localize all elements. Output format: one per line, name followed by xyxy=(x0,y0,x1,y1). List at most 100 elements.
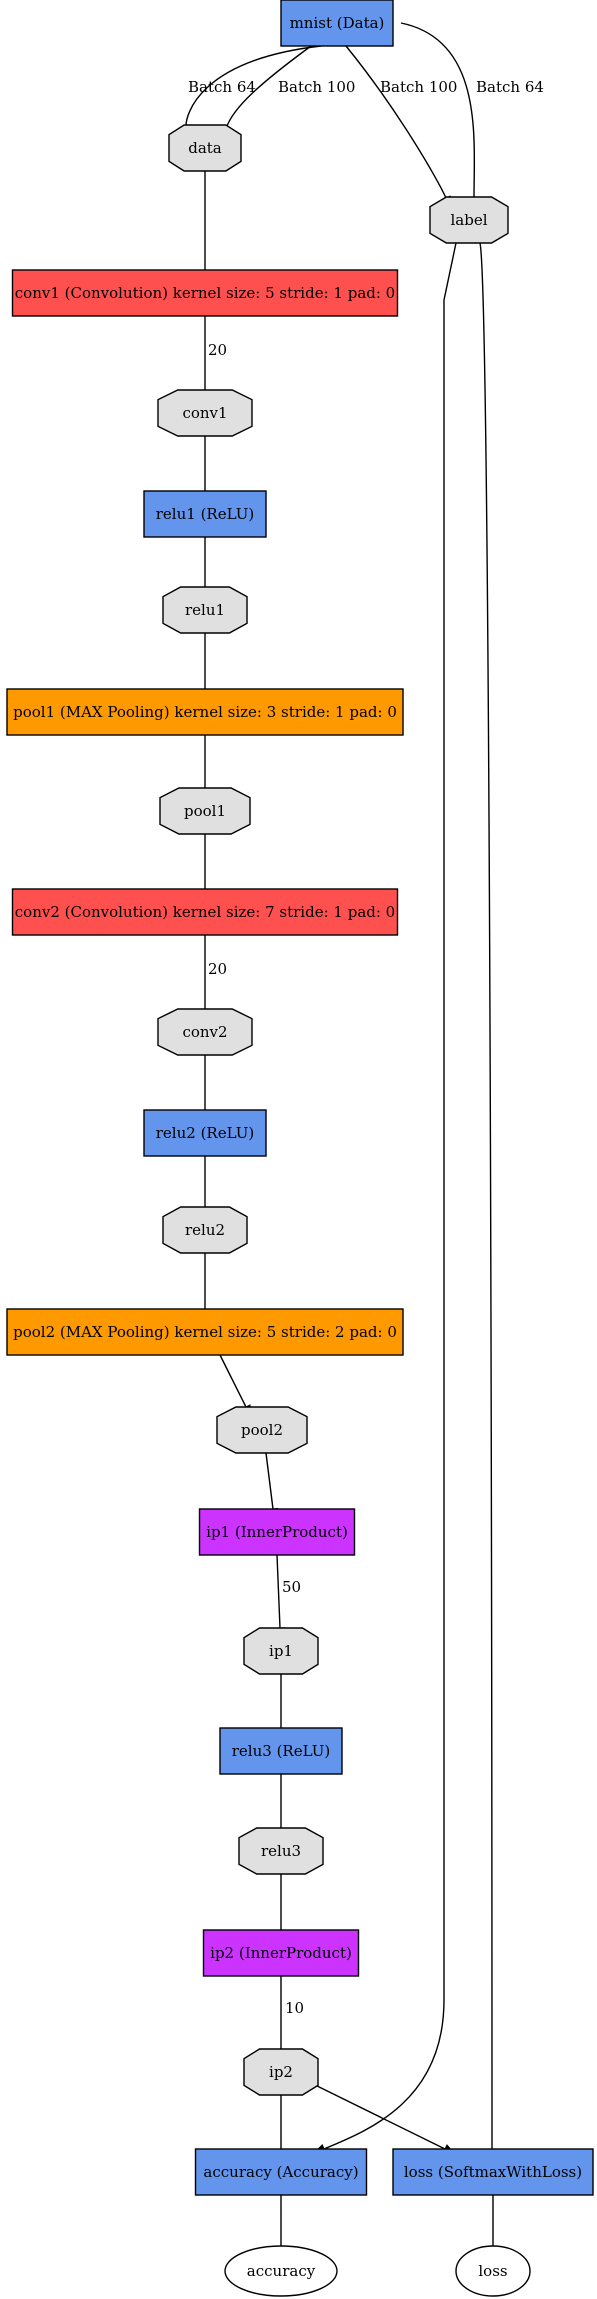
edge-ip2L-to-ip2 xyxy=(275,1976,287,2062)
edge-label-to-accuracyL xyxy=(312,242,457,2154)
node-pool1: pool1 xyxy=(159,787,251,835)
edge-label: Batch 100 xyxy=(380,78,457,96)
layer-box xyxy=(198,1508,356,1556)
edge-line xyxy=(345,45,447,199)
edge-label-to-lossL xyxy=(479,242,498,2162)
node-conv2L: conv2 (Convolution) kernel size: 7 strid… xyxy=(11,888,399,936)
node-conv1L: conv1 (Convolution) kernel size: 5 strid… xyxy=(11,269,399,317)
edge-line xyxy=(185,45,322,129)
edge-line xyxy=(276,1554,281,1629)
node-label: label xyxy=(429,196,509,244)
node-ip1L: ip1 (InnerProduct) xyxy=(198,1508,356,1556)
blob-octagon xyxy=(216,1406,308,1454)
edge-label: 20 xyxy=(208,341,227,359)
edge-label: 20 xyxy=(208,960,227,978)
node-relu2: relu2 xyxy=(162,1206,248,1254)
edge-data-to-conv1L xyxy=(199,171,211,283)
node-label: conv2 xyxy=(182,1023,227,1041)
node-conv1: conv1 xyxy=(157,389,253,437)
node-data: data xyxy=(168,124,242,172)
layer-box xyxy=(6,688,404,736)
node-relu1L: relu1 (ReLU) xyxy=(143,490,267,538)
node-label: label xyxy=(450,211,487,229)
node-label: relu1 xyxy=(185,601,225,619)
node-relu1: relu1 xyxy=(162,586,248,634)
edge-line xyxy=(225,45,312,130)
edge-label: 10 xyxy=(285,1999,304,2017)
blob-octagon xyxy=(162,1206,248,1254)
nodes-layer: mnist (Data) data label conv1 (Convolution)… xyxy=(6,0,594,2297)
edge-line xyxy=(308,2081,446,2150)
edge-label: Batch 100 xyxy=(278,78,355,96)
node-label: accuracy xyxy=(247,2262,316,2280)
layer-box xyxy=(11,269,399,317)
node-label: relu2 xyxy=(185,1221,225,1239)
node-label: pool2 (MAX Pooling) kernel size: 5 strid… xyxy=(13,1323,397,1341)
node-label: conv1 xyxy=(182,404,227,422)
node-lossL: loss (SoftmaxWithLoss) xyxy=(392,2148,594,2196)
edge-ip2-to-lossL xyxy=(308,2081,457,2155)
node-label: pool1 xyxy=(184,802,226,820)
node-label: conv2 (Convolution) kernel size: 7 strid… xyxy=(15,903,395,921)
node-label: conv1 (Convolution) kernel size: 5 strid… xyxy=(15,284,395,302)
node-label: loss xyxy=(478,2262,507,2280)
node-ip1: ip1 xyxy=(243,1627,319,1675)
layer-box xyxy=(6,1308,404,1356)
node-relu2L: relu2 (ReLU) xyxy=(143,1109,267,1157)
blob-octagon xyxy=(157,389,253,437)
node-ip2L: ip2 (InnerProduct) xyxy=(202,1929,360,1977)
edge-label: Batch 64 xyxy=(476,78,544,96)
node-label: mnist (Data) xyxy=(290,14,385,32)
node-label: relu3 (ReLU) xyxy=(232,1742,330,1760)
node-relu3: relu3 xyxy=(238,1827,324,1875)
layer-box xyxy=(219,1727,343,1775)
node-label: relu1 (ReLU) xyxy=(156,505,254,523)
edge-line xyxy=(479,242,493,2150)
layer-box xyxy=(280,0,394,47)
output-ellipse xyxy=(224,2245,338,2297)
node-label: accuracy (Accuracy) xyxy=(203,2163,358,2181)
node-label: ip2 xyxy=(269,2063,293,2081)
edge-label: Batch 64 xyxy=(188,78,256,96)
layer-box xyxy=(143,1109,267,1157)
blob-octagon xyxy=(157,1008,253,1056)
edge-line xyxy=(265,1452,274,1510)
edge-line xyxy=(400,22,476,198)
blob-octagon xyxy=(243,1627,319,1675)
node-conv2: conv2 xyxy=(157,1008,253,1056)
layer-box xyxy=(11,888,399,936)
node-label: data xyxy=(188,139,222,157)
node-label: ip2 (InnerProduct) xyxy=(210,1944,352,1962)
edge-label: 50 xyxy=(282,1578,301,1596)
node-label: relu3 xyxy=(261,1842,301,1860)
edge-ip1L-to-ip1 xyxy=(274,1554,286,1641)
node-pool2L: pool2 (MAX Pooling) kernel size: 5 strid… xyxy=(6,1308,404,1356)
node-relu3L: relu3 (ReLU) xyxy=(219,1727,343,1775)
edge-labels-layer: Batch 64 Batch 100 Batch 100 Batch 64 20 20 50… xyxy=(188,78,544,2017)
edge-line xyxy=(323,242,457,2150)
layer-box xyxy=(202,1929,360,1977)
node-ip2: ip2 xyxy=(243,2048,319,2096)
node-accuracyL: accuracy (Accuracy) xyxy=(194,2148,368,2196)
layer-box xyxy=(194,2148,368,2196)
node-label: ip1 xyxy=(269,1642,293,1660)
layer-box xyxy=(392,2148,594,2196)
node-accuracy: accuracy xyxy=(224,2245,338,2297)
blob-octagon xyxy=(429,196,509,244)
blob-octagon xyxy=(159,787,251,835)
node-pool2: pool2 xyxy=(216,1406,308,1454)
node-label: pool2 xyxy=(241,1421,283,1439)
output-ellipse xyxy=(455,2245,531,2297)
edge-mnist-to-label xyxy=(345,45,452,210)
layer-box xyxy=(143,490,267,538)
node-label: pool1 (MAX Pooling) kernel size: 3 strid… xyxy=(13,703,397,721)
node-mnist: mnist (Data) xyxy=(280,0,394,47)
blob-octagon xyxy=(243,2048,319,2096)
node-label: relu2 (ReLU) xyxy=(156,1124,254,1142)
node-pool1L: pool1 (MAX Pooling) kernel size: 3 strid… xyxy=(6,688,404,736)
blob-octagon xyxy=(162,586,248,634)
node-label: ip1 (InnerProduct) xyxy=(206,1523,348,1541)
blob-octagon xyxy=(168,124,242,172)
node-loss: loss xyxy=(455,2245,531,2297)
